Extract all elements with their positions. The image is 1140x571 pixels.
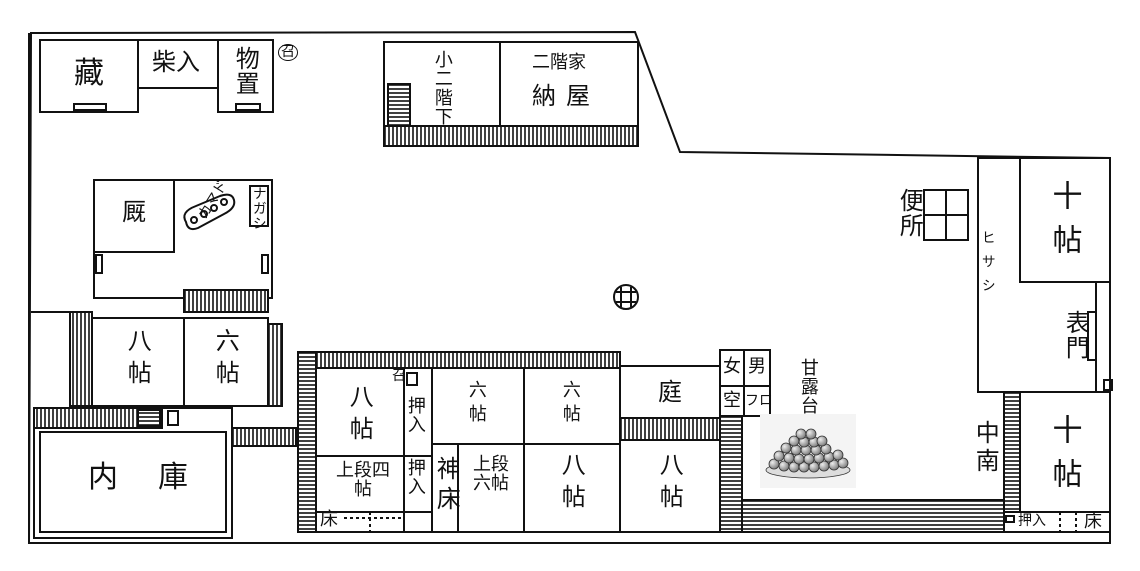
kamidoko-label: 神床	[432, 456, 461, 516]
naya-label: 納屋	[532, 82, 600, 110]
hachijo-3-label: 八帖	[557, 452, 586, 516]
kitchen-room	[93, 179, 273, 299]
toko-mid	[315, 511, 405, 533]
naka-minami-label: 中南	[971, 420, 1000, 476]
oshiire-a-label: 押入	[404, 396, 426, 434]
oshiire-c-label: 押入	[1018, 513, 1046, 529]
monooki-label: 物置	[231, 46, 260, 96]
sora-label: 空	[723, 390, 741, 411]
rokujo-1-label: 六帖	[465, 380, 487, 428]
hachijo-mid-label: 八帖	[345, 384, 374, 448]
furo-label: フロ	[745, 393, 773, 409]
kamado-stove-icon	[183, 193, 236, 231]
juujo-bottom-label: 十帖	[1046, 414, 1082, 502]
well-icon	[613, 284, 639, 310]
furo-room	[743, 385, 771, 417]
nagashi-label: ナガシ	[250, 186, 267, 231]
ro-mid-label: 召	[392, 368, 406, 384]
kura-label: 藏	[74, 56, 104, 91]
hisashi-label: ヒサシ	[979, 230, 996, 302]
jodan-rokujo-label: 上段六帖	[473, 454, 509, 494]
juujo-top-label: 十帖	[1046, 180, 1082, 268]
monooki-room	[217, 39, 274, 113]
rokujo-west-label: 六帖	[211, 328, 240, 392]
ro-top-label: 召	[278, 44, 298, 61]
otoko-label: 男	[748, 356, 766, 377]
onna-label: 女	[723, 356, 741, 377]
oshiire-b-label: 押入	[404, 458, 426, 496]
toko-right-label: 床	[1084, 511, 1102, 532]
kanrodai-label: 甘露台	[797, 358, 819, 415]
rokujo-2-label: 六帖	[559, 380, 581, 428]
benjo-label: 便所	[895, 188, 924, 238]
hachijo-west-label: 八帖	[123, 328, 152, 392]
niwa-label: 庭	[658, 378, 682, 406]
naiko-label: 内庫	[88, 460, 228, 495]
toko-mid-label: 床	[320, 509, 338, 530]
nikai-ya-label: 二階家	[532, 52, 586, 73]
umaya-label: 厩	[122, 198, 146, 226]
naiko-room	[39, 431, 227, 533]
jodan-yojo-label: 上段四帖	[336, 460, 390, 500]
hachijo-4-label: 八帖	[655, 452, 684, 516]
juujo-top-room	[1019, 157, 1111, 283]
shiba-ire-label: 柴入	[152, 48, 200, 76]
ko-nikai-shita-label: 小二階下	[431, 50, 453, 126]
kanrodai-stone-pile	[760, 414, 856, 488]
omote-mon-label: 表門	[1061, 310, 1090, 360]
